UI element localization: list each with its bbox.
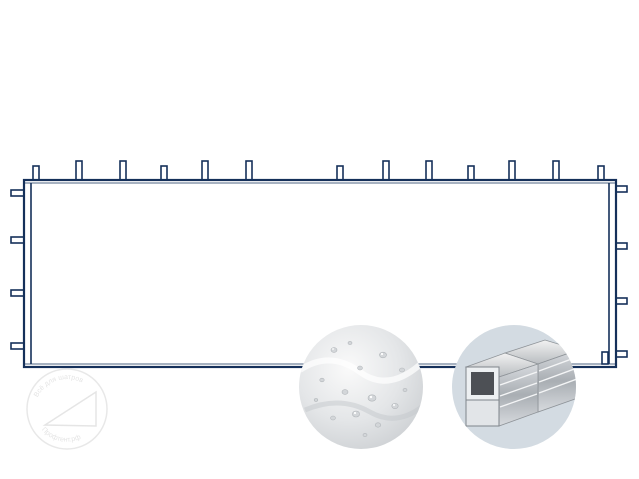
top-loop	[245, 160, 253, 181]
side-clip	[615, 242, 628, 250]
top-loop	[508, 160, 516, 181]
side-clip	[615, 350, 628, 358]
water-droplets-icon	[299, 325, 423, 449]
top-loop	[552, 160, 560, 181]
top-loop	[32, 165, 40, 181]
top-loop	[382, 160, 390, 181]
side-clip	[615, 185, 628, 193]
top-loop	[201, 160, 209, 181]
right-side-clips	[601, 185, 628, 365]
watermark-top-text: Всё для шатров	[33, 374, 84, 398]
left-side-clips	[10, 189, 25, 350]
top-loop	[75, 160, 83, 181]
top-loop	[119, 160, 127, 181]
top-loop	[597, 165, 605, 181]
top-loop	[160, 165, 168, 181]
square-profile-icon	[452, 325, 576, 449]
side-clip	[10, 236, 25, 244]
side-clip	[10, 342, 25, 350]
top-loop	[467, 165, 475, 181]
side-clip	[10, 289, 25, 297]
watermark-logo: Всё для шатров Профтент.рф	[26, 368, 108, 450]
top-loop	[336, 165, 344, 181]
side-clip	[615, 297, 628, 305]
top-fastening-loops	[32, 160, 605, 181]
top-loop	[425, 160, 433, 181]
side-clip	[10, 189, 25, 197]
watermark-bottom-text: Профтент.рф	[40, 426, 82, 443]
bottom-clip	[601, 351, 609, 365]
